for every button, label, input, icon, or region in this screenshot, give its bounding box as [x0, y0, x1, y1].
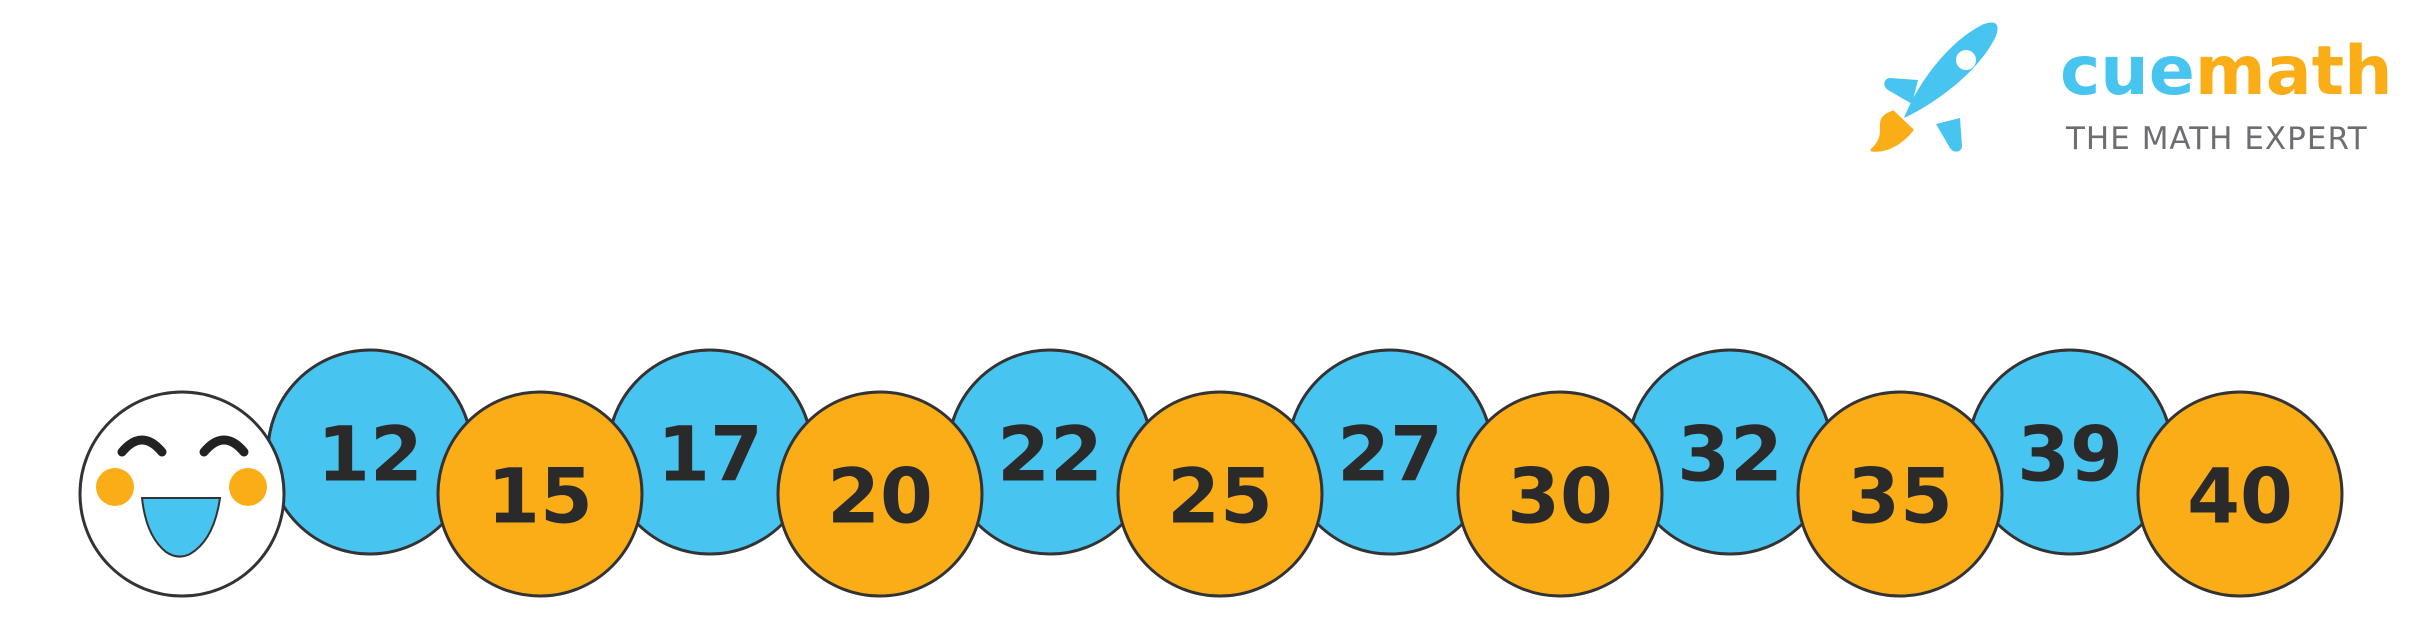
brand-tagline: THE MATH EXPERT: [2065, 121, 2368, 157]
segment-number: 39: [2017, 410, 2123, 499]
segment-25: 25: [1116, 390, 1324, 598]
segment-circle: [1116, 390, 1324, 598]
segment-circle: [436, 390, 644, 598]
svg-text:cuemath: cuemath: [2060, 32, 2393, 111]
smiley-face-icon: [78, 390, 286, 598]
cuemath-logo[interactable]: cuemath THE MATH EXPERT: [1870, 22, 2393, 158]
segment-30: 30: [1456, 390, 1664, 598]
segment-circle: [1796, 390, 2004, 598]
caterpillar-body: 12 17 22 27 32 39 15 20 25 30 35 40: [266, 348, 2344, 598]
segment-circle: [1456, 390, 1664, 598]
segment-number: 40: [2187, 452, 2293, 541]
segment-number: 15: [487, 452, 593, 541]
segment-12: 12: [266, 348, 474, 556]
segment-20: 20: [776, 390, 984, 598]
segment-number: 25: [1167, 452, 1273, 541]
segment-number: 17: [657, 410, 763, 499]
segment-circle: [2136, 390, 2344, 598]
segment-15: 15: [436, 390, 644, 598]
rocket-icon: [1870, 22, 1998, 152]
brand-math-text: math: [2195, 32, 2393, 111]
segment-40: 40: [2136, 390, 2344, 598]
segment-number: 22: [997, 410, 1103, 499]
segment-number: 20: [827, 452, 933, 541]
brand-cue-text: cue: [2060, 32, 2195, 111]
segment-number: 12: [317, 410, 423, 499]
segment-circle: [776, 390, 984, 598]
segment-17: 17: [606, 348, 814, 556]
segment-27: 27: [1286, 348, 1494, 556]
segment-number: 32: [1677, 410, 1783, 499]
segment-number: 30: [1507, 452, 1613, 541]
segment-number: 27: [1337, 410, 1443, 499]
segment-39: 39: [1966, 348, 2174, 556]
segment-35: 35: [1796, 390, 2004, 598]
segment-number: 35: [1847, 452, 1953, 541]
